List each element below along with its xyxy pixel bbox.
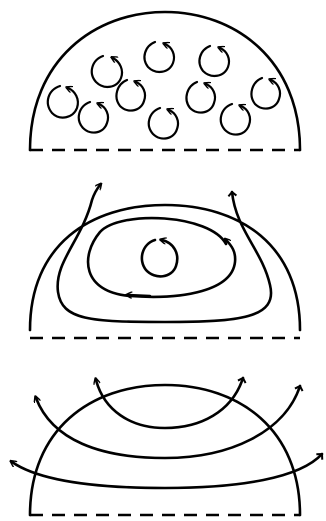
circulation-arrow-icon: [149, 108, 178, 139]
panel-small-vortices: [30, 12, 300, 150]
streamline-arrow-middle: [36, 386, 300, 458]
dome-outline: [30, 12, 300, 150]
circulation-arrow-icon: [251, 78, 280, 109]
circulation-arrow-icon: [221, 104, 250, 135]
panel-through-flow: [12, 378, 322, 515]
circulation-arrow-icon: [199, 46, 229, 76]
dome-outline: [30, 385, 300, 515]
inner-circulation-arrow: [142, 240, 177, 276]
circulation-arrow-icon: [48, 86, 78, 118]
circulation-arrow-icon: [92, 56, 122, 87]
circulation-arrow-icon: [186, 82, 215, 113]
middle-circulation-arrow: [88, 218, 235, 297]
panel-large-vortex: [30, 185, 300, 338]
circulation-arrow-icon: [144, 42, 174, 72]
small-vortex-arrows: [48, 42, 280, 139]
circulation-arrow-icon: [116, 80, 145, 111]
middle-arrow-head-icon: [128, 295, 150, 296]
circulation-arrow-icon: [79, 102, 108, 133]
